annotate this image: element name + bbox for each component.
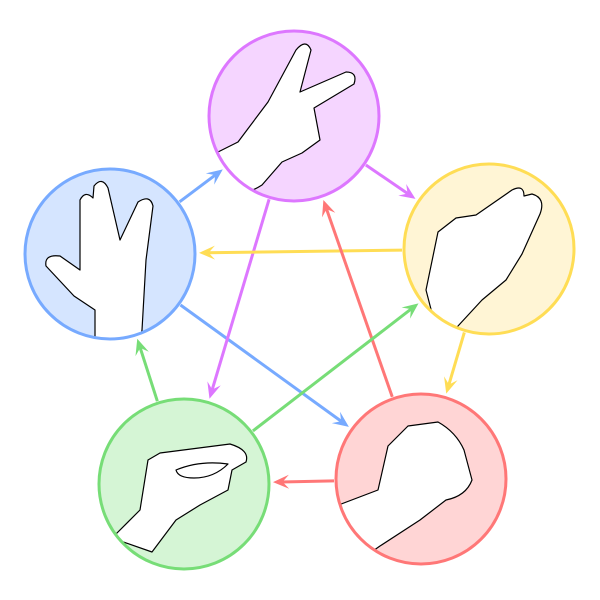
arrowhead — [198, 245, 216, 260]
rock-node-outline — [334, 392, 508, 566]
scissors-node-outline — [207, 29, 381, 203]
spock-node-outline — [23, 167, 197, 341]
arrow-spock-to-rock — [179, 303, 349, 427]
arrowhead — [322, 200, 336, 218]
paper-node-outline — [402, 162, 576, 336]
arrow-lizard-to-spock — [135, 338, 159, 402]
arrowhead — [135, 338, 149, 357]
arrow-spock-to-scissors — [178, 169, 223, 204]
arrow-rock-to-scissors — [322, 200, 394, 398]
paper-hand-icon — [425, 187, 543, 334]
lizard-node-outline — [97, 397, 271, 571]
arrow-paper-to-rock — [444, 332, 466, 394]
arrow-paper-to-spock — [198, 245, 403, 260]
arrow-rock-to-lizard — [272, 474, 335, 489]
arrow-scissors-to-lizard — [207, 198, 271, 399]
rock-fist-icon — [336, 421, 473, 561]
arrow-scissors-to-paper — [365, 163, 416, 199]
spock-hand-icon — [45, 180, 154, 339]
arrowhead — [331, 411, 349, 427]
arrow-lizard-to-paper — [252, 303, 419, 433]
arrowhead — [401, 303, 419, 319]
arrowhead — [398, 184, 416, 199]
arrowhead — [205, 169, 223, 185]
arrowhead — [444, 376, 458, 394]
lizard-hand-icon — [111, 443, 248, 553]
arrowhead — [272, 474, 290, 489]
arrowhead — [207, 381, 221, 399]
